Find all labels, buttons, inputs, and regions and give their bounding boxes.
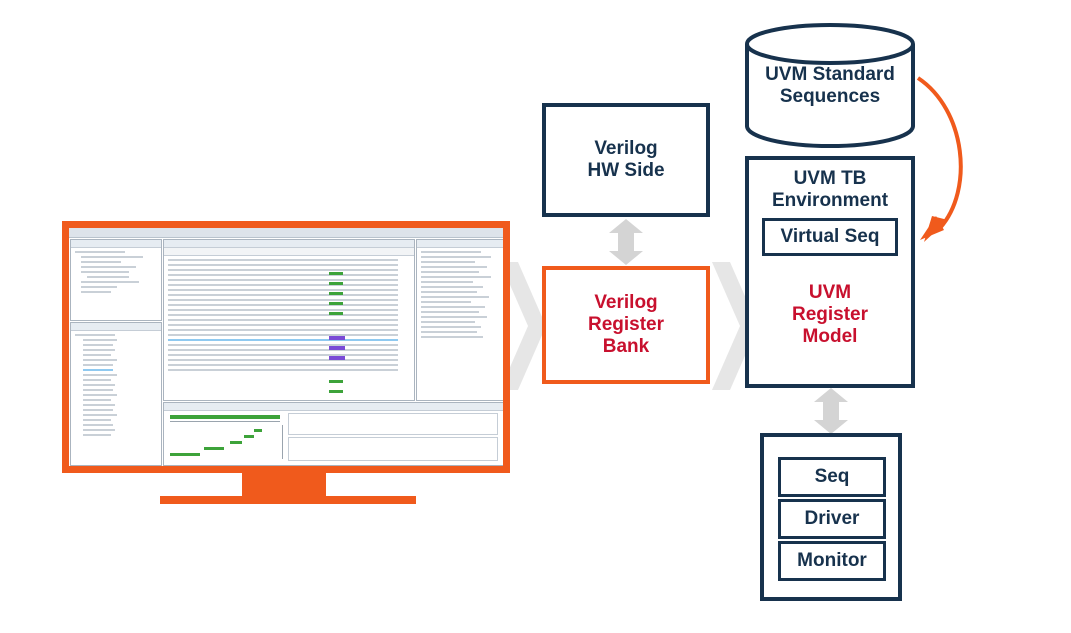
seq-box: Seq [778,457,886,497]
standard-sequences-cylinder [745,23,915,148]
monitor-label: Monitor [797,550,867,571]
bitmap-pane [163,402,503,466]
uvm-tb-environment-box: UVM TB Environment Virtual Seq UVM Regis… [745,156,915,388]
register-bank-line1: Verilog [594,292,658,313]
driver-box: Driver [778,499,886,539]
standard-sequences-label: UVM Standard Sequences [744,64,916,108]
reg-model-line1: UVM [808,282,852,303]
tb-environment-line1: UVM TB [793,168,867,189]
project-pane [70,239,162,321]
reg-model-line3: Model [802,326,858,347]
verilog-hw-side-box: Verilog HW Side [542,103,710,217]
register-table-pane [163,239,415,401]
register-bank-line2: Register [587,314,665,335]
monitor-stand [160,496,416,504]
monitor-display [62,221,510,473]
env-agent-connector [814,388,848,434]
monitor-neck [242,472,326,500]
reg-model-line2: Register [791,304,869,325]
uvm-agent-box: Seq Driver Monitor [760,433,902,601]
hw-side-line2: HW Side [587,160,665,181]
hw-side-line1: Verilog [594,138,658,159]
driver-label: Driver [804,508,860,529]
flow-arrow-left [500,262,546,390]
verilog-register-bank-box: Verilog Register Bank [542,266,710,384]
virtual-seq-label: Virtual Seq [780,226,880,247]
toolbar [69,228,503,238]
uvm-register-model-label: UVM Register Model [792,282,868,348]
standard-sequences-line1: UVM Standard [765,64,895,85]
outline-pane [70,322,162,466]
properties-pane [416,239,503,401]
tb-environment-line2: Environment [771,190,889,211]
seq-label: Seq [814,466,850,487]
sequences-to-virtual-seq-arrow [916,76,963,242]
standard-sequences-line2: Sequences [779,86,881,107]
virtual-seq-box: Virtual Seq [762,218,898,256]
register-bank-line3: Bank [602,336,650,357]
register-tool-screenshot [69,228,503,466]
monitor-box: Monitor [778,541,886,581]
hw-bank-connector [609,219,643,265]
